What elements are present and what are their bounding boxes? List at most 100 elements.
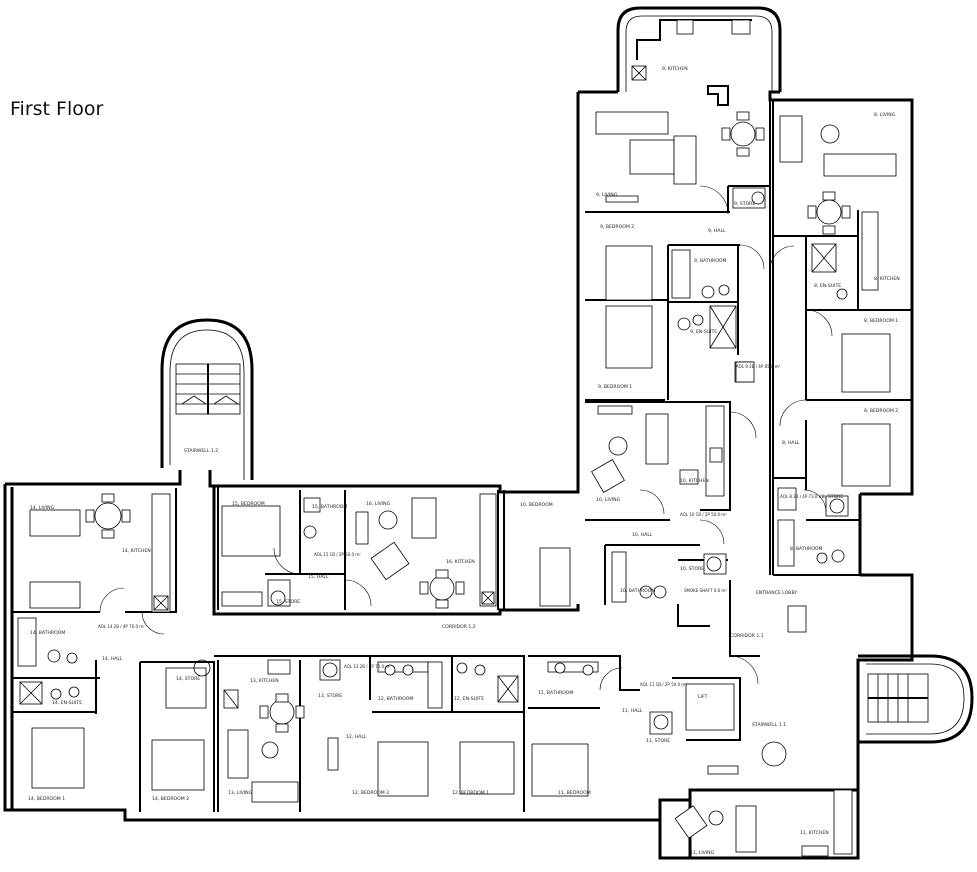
room-label: 8, BEDROOM 2 (864, 408, 898, 414)
room-label: 15, BEDROOM (232, 501, 265, 507)
room-label: 12, BEDROOM 1 (452, 790, 489, 796)
dining-table (94, 502, 122, 530)
lift-label: LIFT (698, 694, 707, 700)
double-bed (531, 743, 589, 797)
room-label: 9, BATHROOM (694, 258, 726, 264)
room-label: 10, BEDROOM (520, 502, 553, 508)
flat-info: AOL 9 2B / 4P 85.0 m² (736, 364, 781, 369)
floor-title: First Floor (10, 98, 104, 120)
double-bed (841, 333, 891, 393)
room-label: 15, HALL (308, 574, 329, 580)
room-label: 11, BATHROOM (538, 690, 573, 696)
room-label: 8, BATHROOM (790, 546, 822, 552)
room-label: 8, STORE (822, 494, 843, 500)
sofa (779, 115, 803, 163)
corridor-label: CORRIDOR 1.2 (442, 624, 476, 630)
room-labels: 9, KITCHEN 9, LIVING 9, STORE 9, HALL 9,… (28, 66, 900, 856)
room-label: 8, LIVING (874, 112, 896, 118)
double-bed (151, 739, 205, 791)
room-label: 13, LIVING (228, 790, 253, 796)
room-label: 8, EN-SUITE (814, 283, 841, 289)
bathtub (17, 617, 37, 667)
double-bed (605, 305, 653, 369)
stairwell-label: STAIRWELL 1.1 (752, 722, 786, 728)
room-label: 8, BEDROOM 1 (864, 318, 898, 324)
room-label: 12, BEDROOM 2 (352, 790, 389, 796)
sofa (411, 497, 437, 539)
sofa (29, 581, 81, 609)
room-label: 16, KITCHEN (446, 559, 475, 565)
room-label: 10, HALL (632, 532, 653, 538)
sofa (29, 509, 81, 537)
room-label: 8, HALL (782, 440, 800, 446)
room-label: 9, KITCHEN (662, 66, 688, 72)
north-wing (539, 6, 914, 607)
store-cupboard (732, 187, 766, 209)
stairwell-1-1 (858, 654, 974, 744)
room-label: 14, BATHROOM (30, 630, 65, 636)
room-label: 14, STORE (176, 676, 200, 682)
double-bed (459, 741, 515, 795)
kitchen-counter (861, 211, 879, 291)
flat-info: AOL 13 2B / 4P 70.0 m² (344, 664, 391, 669)
stairwell-label: STAIRWELL 1.2 (184, 448, 218, 454)
tv-unit (605, 195, 639, 203)
room-label: 11, HALL (622, 708, 643, 714)
dining-table (730, 121, 756, 147)
flat-info: AOL 15 1B / 2P 50.0 m² (314, 552, 361, 557)
dining-table (761, 741, 787, 767)
room-label: 9, STORE (734, 201, 755, 207)
room-label: 16, LIVING (366, 501, 391, 507)
room-label: 10, BATHROOM (620, 588, 655, 594)
room-label: 14, KITCHEN (122, 548, 151, 554)
room-label: 15, STORE (276, 599, 300, 605)
door-swings (99, 185, 833, 691)
room-label: 13, STORE (318, 693, 342, 699)
bathtub (427, 661, 443, 709)
sofa (645, 413, 669, 465)
room-label: 9, BEDROOM 1 (598, 384, 632, 390)
kitchen-counter (479, 493, 497, 607)
room-label: 11, STORE (646, 738, 670, 744)
dining-table (269, 699, 295, 725)
flat-info: AOL 14 2B / 4P 70.0 m² (98, 624, 145, 629)
dining-table (429, 575, 455, 601)
room-label: 9, BEDROOM 2 (600, 224, 634, 230)
room-label: 11, KITCHEN (800, 830, 829, 836)
double-bed (605, 245, 653, 301)
armchair (370, 541, 410, 581)
flat-info: AOL 10 1B / 2P 50.0 m² (680, 512, 727, 517)
flat-info: AOL 11 1B / 2P 50.0 m² (640, 682, 687, 687)
room-label: 9, LIVING (596, 192, 618, 198)
room-label: 13, KITCHEN (250, 678, 279, 684)
room-label: 14, BEDROOM 2 (152, 796, 189, 802)
room-label: 14, EN-SUITE (52, 700, 82, 706)
armchair (591, 459, 625, 493)
main-block (3, 470, 914, 860)
armchair (674, 805, 708, 839)
kitchen-counter (833, 789, 853, 855)
stairwell-1-2 (160, 318, 254, 480)
double-bed (31, 727, 85, 789)
room-label: 10, LIVING (596, 497, 621, 503)
room-label: 12, HALL (346, 734, 367, 740)
room-label: 14, BEDROOM 1 (28, 796, 65, 802)
sink (731, 19, 751, 35)
kitchen-counter (151, 493, 171, 613)
room-label: 12, BATHROOM (378, 696, 413, 702)
room-label: 9, HALL (708, 228, 726, 234)
room-label: ENTRANCE LOBBY (756, 590, 797, 596)
double-bed (377, 741, 429, 797)
coffee-table (629, 139, 675, 175)
room-label: 12, EN-SUITE (454, 696, 484, 702)
double-bed (841, 423, 891, 487)
room-label: 15, BATHROOM (312, 504, 347, 510)
bathtub (671, 249, 691, 299)
room-label: 8, KITCHEN (874, 276, 900, 282)
sofa (735, 805, 757, 853)
room-label: 9, EN-SUITE (690, 329, 717, 335)
corridor-label: CORRIDOR 1.1 (730, 633, 764, 639)
sofa (823, 153, 897, 177)
room-label: 14, LIVING (30, 505, 55, 511)
